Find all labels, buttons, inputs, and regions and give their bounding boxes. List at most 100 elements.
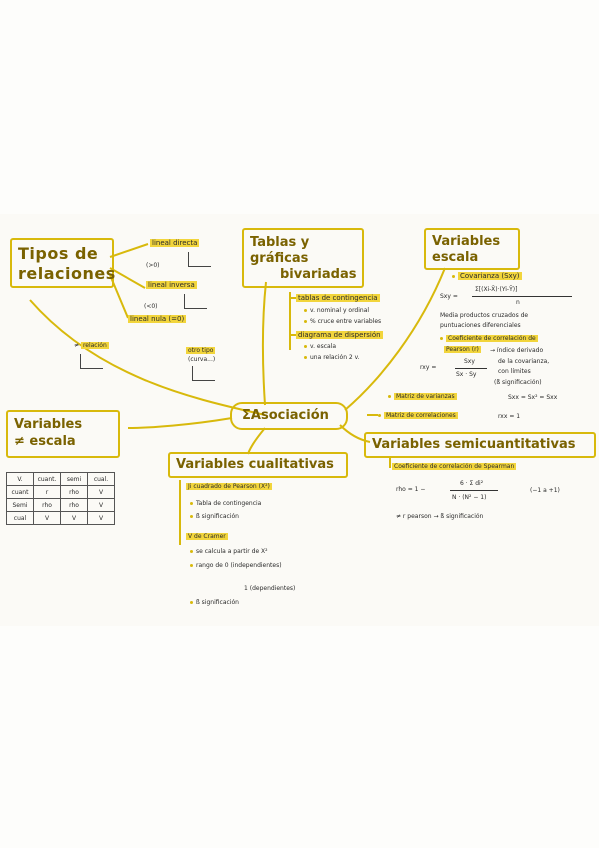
- r-num: Sxy: [464, 358, 475, 365]
- no-escala-box: Variables ≠ escala: [6, 410, 120, 458]
- cov-fraction-bar: [472, 296, 572, 297]
- escala-title-line2: escala: [432, 250, 479, 265]
- covarianza-label: Covarianza (Sxy): [452, 272, 522, 280]
- table-cell: cuant: [6, 485, 34, 499]
- chi-item-2: ß significación: [190, 514, 239, 520]
- otro-sub: (curva...): [188, 356, 216, 363]
- table-row: cuant r rho V: [6, 485, 115, 499]
- table-cell: Semi: [6, 498, 34, 512]
- cramer-item-2: rango de 0 (independientes): [190, 563, 282, 569]
- rho-lhs: rho = 1 −: [396, 486, 426, 493]
- tipos-relaciones-box: Tipos de relaciones: [10, 238, 116, 288]
- otro-plot-icon: [192, 366, 215, 381]
- lineal-inversa: lineal inversa: [146, 281, 197, 289]
- tablas-title-line3: bivariadas: [280, 267, 357, 282]
- cramer-item-4: ß significación: [190, 600, 239, 606]
- cramer-label: V de Cramer: [186, 533, 228, 540]
- tablas-d2: una relación 2 v.: [304, 355, 360, 361]
- table-cell: cual: [6, 511, 34, 525]
- tablas-d1: v. escala: [304, 344, 336, 350]
- directa-plot-icon: [188, 252, 211, 267]
- r-fraction-bar: [455, 368, 487, 369]
- line-to-escala: [344, 267, 446, 411]
- var-formula: Sxx = Sx² = Sxx: [508, 394, 558, 401]
- r-lhs: rxy =: [420, 364, 437, 371]
- center-title: ΣAsociación: [242, 408, 329, 423]
- chi-label: Ji cuadrado de Pearson (X²): [186, 483, 272, 490]
- cualitativas-title: Variables cualitativas: [176, 457, 334, 472]
- cov-num: Σ[(Xi-X̄)·(Yi-Ȳ)]: [475, 286, 518, 293]
- pearson-desc: → índice derivado: [490, 347, 544, 354]
- rho-range: (−1 a +1): [530, 487, 560, 494]
- tablas-box: Tablas y gráficas bivariadas: [242, 228, 364, 288]
- otro-tipo: otro tipo: [186, 347, 216, 354]
- tablas-c2: % cruce entre variables: [304, 319, 381, 325]
- r-note3: (ß significación): [494, 379, 542, 386]
- table-row: V. cuant. semi cual.: [6, 472, 115, 486]
- table-row: cual V V V: [6, 511, 115, 525]
- table-cell: V: [33, 511, 61, 525]
- line-tipos-inversa: [109, 267, 146, 289]
- no-escala-line1: Variables: [14, 417, 83, 432]
- escala-box: Variables escala: [424, 228, 520, 270]
- no-relacion: ≠ relación: [74, 342, 109, 349]
- matriz-correlaciones: Matriz de correlaciones: [378, 412, 458, 419]
- cualitativas-box: Variables cualitativas: [168, 452, 348, 478]
- table-row: Semi rho rho V: [6, 498, 115, 512]
- tablas-title-line1: Tablas y: [250, 235, 310, 250]
- semicuant-title: Variables semicuantitativas: [372, 437, 576, 452]
- lineal-nula: lineal nula (=0): [128, 315, 187, 323]
- tablas-dispersion: diagrama de dispersión: [296, 331, 383, 339]
- r-den: Sx · Sy: [456, 371, 477, 378]
- table-cell: V.: [6, 472, 34, 486]
- table-cell: rho: [60, 498, 88, 512]
- escala-title-line1: Variables: [432, 234, 501, 249]
- cov-lhs: Sxy =: [440, 293, 458, 300]
- tablas-c1: v. nominal y ordinal: [304, 308, 369, 314]
- table-cell: V: [87, 511, 115, 525]
- relationship-table: V. cuant. semi cual. cuant r rho V Semi …: [6, 472, 115, 525]
- cramer-item-1: se calcula a partir de X²: [190, 549, 268, 555]
- inversa-sign: (<0): [144, 303, 158, 310]
- tipos-title-line2: relaciones: [18, 264, 116, 283]
- table-cell: semi: [60, 472, 88, 486]
- tipos-title-line1: Tipos de: [18, 244, 99, 263]
- cov-note1: Media productos cruzados de: [440, 312, 529, 319]
- corr-formula: rxx = 1: [498, 413, 521, 420]
- r-note2: con límites: [498, 368, 531, 375]
- directa-sign: (>0): [146, 262, 160, 269]
- no-relacion-plot-icon: [80, 354, 103, 369]
- asociacion-center: ΣAsociación: [230, 402, 348, 430]
- line-to-tablas: [261, 281, 267, 406]
- table-cell: cuant.: [33, 472, 61, 486]
- tablas-contingencia: tablas de contingencia: [296, 294, 380, 302]
- line-tipos-directa: [109, 243, 149, 258]
- table-cell: V: [87, 498, 115, 512]
- line-to-no-escala: [127, 417, 233, 429]
- paper-sheet: [0, 214, 599, 626]
- cov-den: n: [516, 299, 520, 306]
- lineal-directa: lineal directa: [150, 239, 200, 247]
- pearson-l1: Coeficiente de correlación de: [440, 335, 538, 342]
- table-cell: r: [33, 485, 61, 499]
- chi-item-1: Tabla de contingencia: [190, 501, 261, 507]
- cov-note2: puntuaciones diferenciales: [440, 322, 521, 329]
- semicuant-box: Variables semicuantitativas: [364, 432, 596, 458]
- semicuant-note: ≠ r pearson → ß significación: [396, 513, 484, 520]
- table-cell: cual.: [87, 472, 115, 486]
- rho-num: 6 · Σ di²: [460, 480, 484, 487]
- rho-fraction-bar: [450, 490, 498, 491]
- pearson-l2: Pearson (r): [444, 346, 481, 353]
- cramer-item-3: 1 (dependientes): [244, 585, 296, 592]
- table-cell: V: [87, 485, 115, 499]
- matriz-varianzas: Matriz de varianzas: [388, 393, 457, 400]
- tablas-title-line2: gráficas: [250, 251, 309, 266]
- spearman-label: Coeficiente de correlación de Spearman: [392, 463, 517, 470]
- inversa-plot-icon: [184, 294, 207, 309]
- r-note1: de la covarianza,: [498, 358, 550, 365]
- line-to-cualitativas: [247, 427, 266, 455]
- table-cell: rho: [33, 498, 61, 512]
- no-escala-line2: ≠ escala: [14, 434, 76, 449]
- table-cell: V: [60, 511, 88, 525]
